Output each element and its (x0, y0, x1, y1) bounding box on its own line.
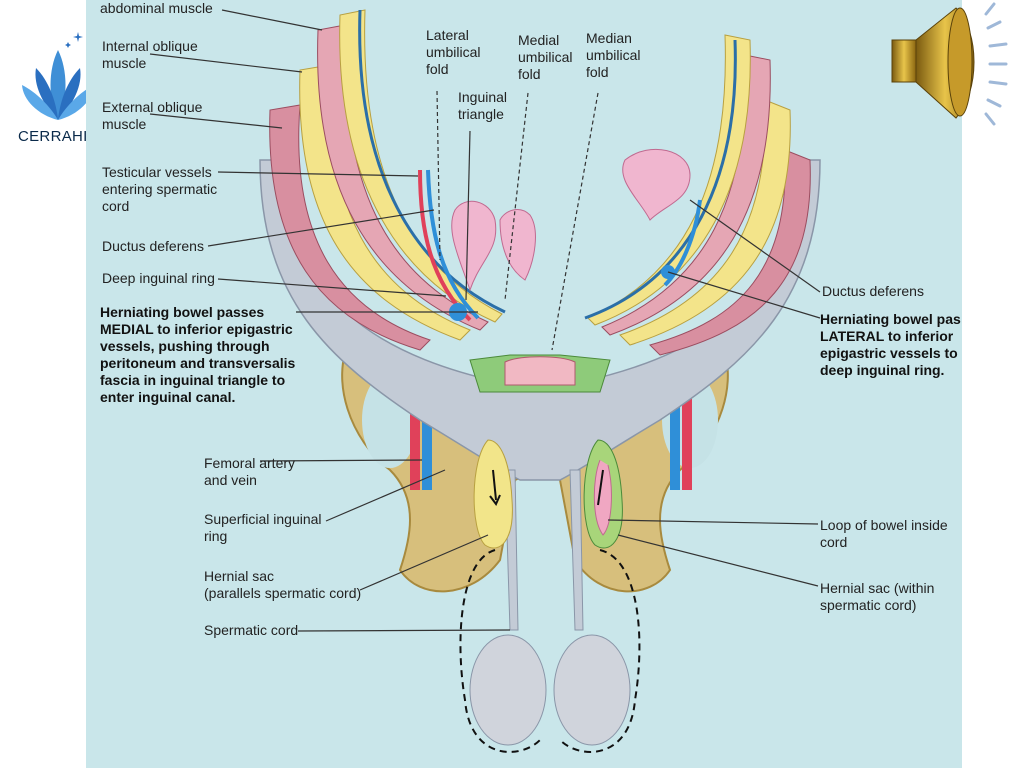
leader-lines (149, 9, 821, 632)
label-herniating-lateral: Herniating bowel pas LATERAL to inferior… (820, 311, 961, 378)
speaker-icon[interactable] (884, 0, 1014, 128)
lotus-logo-icon (22, 32, 94, 120)
femoral-artery-left (410, 395, 420, 490)
scrotum-outline-right (559, 549, 641, 753)
scrotum-outline-left (459, 549, 541, 753)
loop-of-bowel (593, 459, 612, 536)
brand-name: CERRAHI (18, 128, 88, 145)
label-internal-oblique: Internal oblique muscle (102, 38, 198, 71)
anatomy-figure: abdominal muscle Internal oblique muscle… (86, 0, 962, 768)
bladder (504, 356, 576, 386)
label-superficial-inguinal-ring: Superficial inguinal ring (204, 511, 322, 544)
testis-left (469, 634, 547, 746)
hernial-sac-direct (473, 439, 513, 549)
abdominal-wall-left (269, 9, 506, 351)
epigastric-vessels-right (663, 199, 702, 287)
label-abdominal-muscle: abdominal muscle (100, 0, 213, 16)
inguinal-hernia-illustration (149, 9, 821, 753)
label-ductus-deferens-right: Ductus deferens (822, 283, 924, 299)
femoral-artery-right (682, 395, 692, 490)
hernia-arrow-left (492, 469, 497, 501)
umbilical-fold-right (622, 148, 691, 221)
spermatic-cord-right (569, 469, 584, 631)
label-inguinal-triangle: Inguinal triangle (458, 89, 508, 122)
transversalis-fascia (259, 159, 821, 481)
label-deep-inguinal-ring: Deep inguinal ring (102, 270, 215, 286)
umbilical-fold-left-2 (499, 209, 536, 281)
label-ductus-deferens-left: Ductus deferens (102, 238, 204, 254)
label-loop-of-bowel: Loop of bowel inside cord (820, 517, 948, 550)
label-lateral-umbilical-fold: Lateral umbilical fold (426, 27, 481, 77)
label-hernial-sac-right: Hernial sac (within spermatic cord) (820, 580, 935, 613)
label-hernial-sac-left: Hernial sac (parallels spermatic cord) (204, 568, 362, 601)
label-medial-umbilical-fold: Medial umbilical fold (518, 32, 573, 82)
label-median-umbilical-fold: Median umbilical fold (586, 30, 641, 80)
label-spermatic-cord: Spermatic cord (204, 622, 299, 638)
umbilical-fold-left (451, 200, 497, 292)
label-testicular-vessels: Testicular vessels entering spermatic co… (102, 164, 218, 214)
femoral-vein-right (670, 395, 680, 490)
testis-right (553, 634, 631, 746)
label-external-oblique: External oblique muscle (102, 99, 203, 132)
label-herniating-medial: Herniating bowel passes MEDIAL to inferi… (100, 304, 296, 405)
femoral-vein-left (422, 395, 432, 490)
label-femoral-artery-vein: Femoral artery and vein (204, 455, 296, 488)
